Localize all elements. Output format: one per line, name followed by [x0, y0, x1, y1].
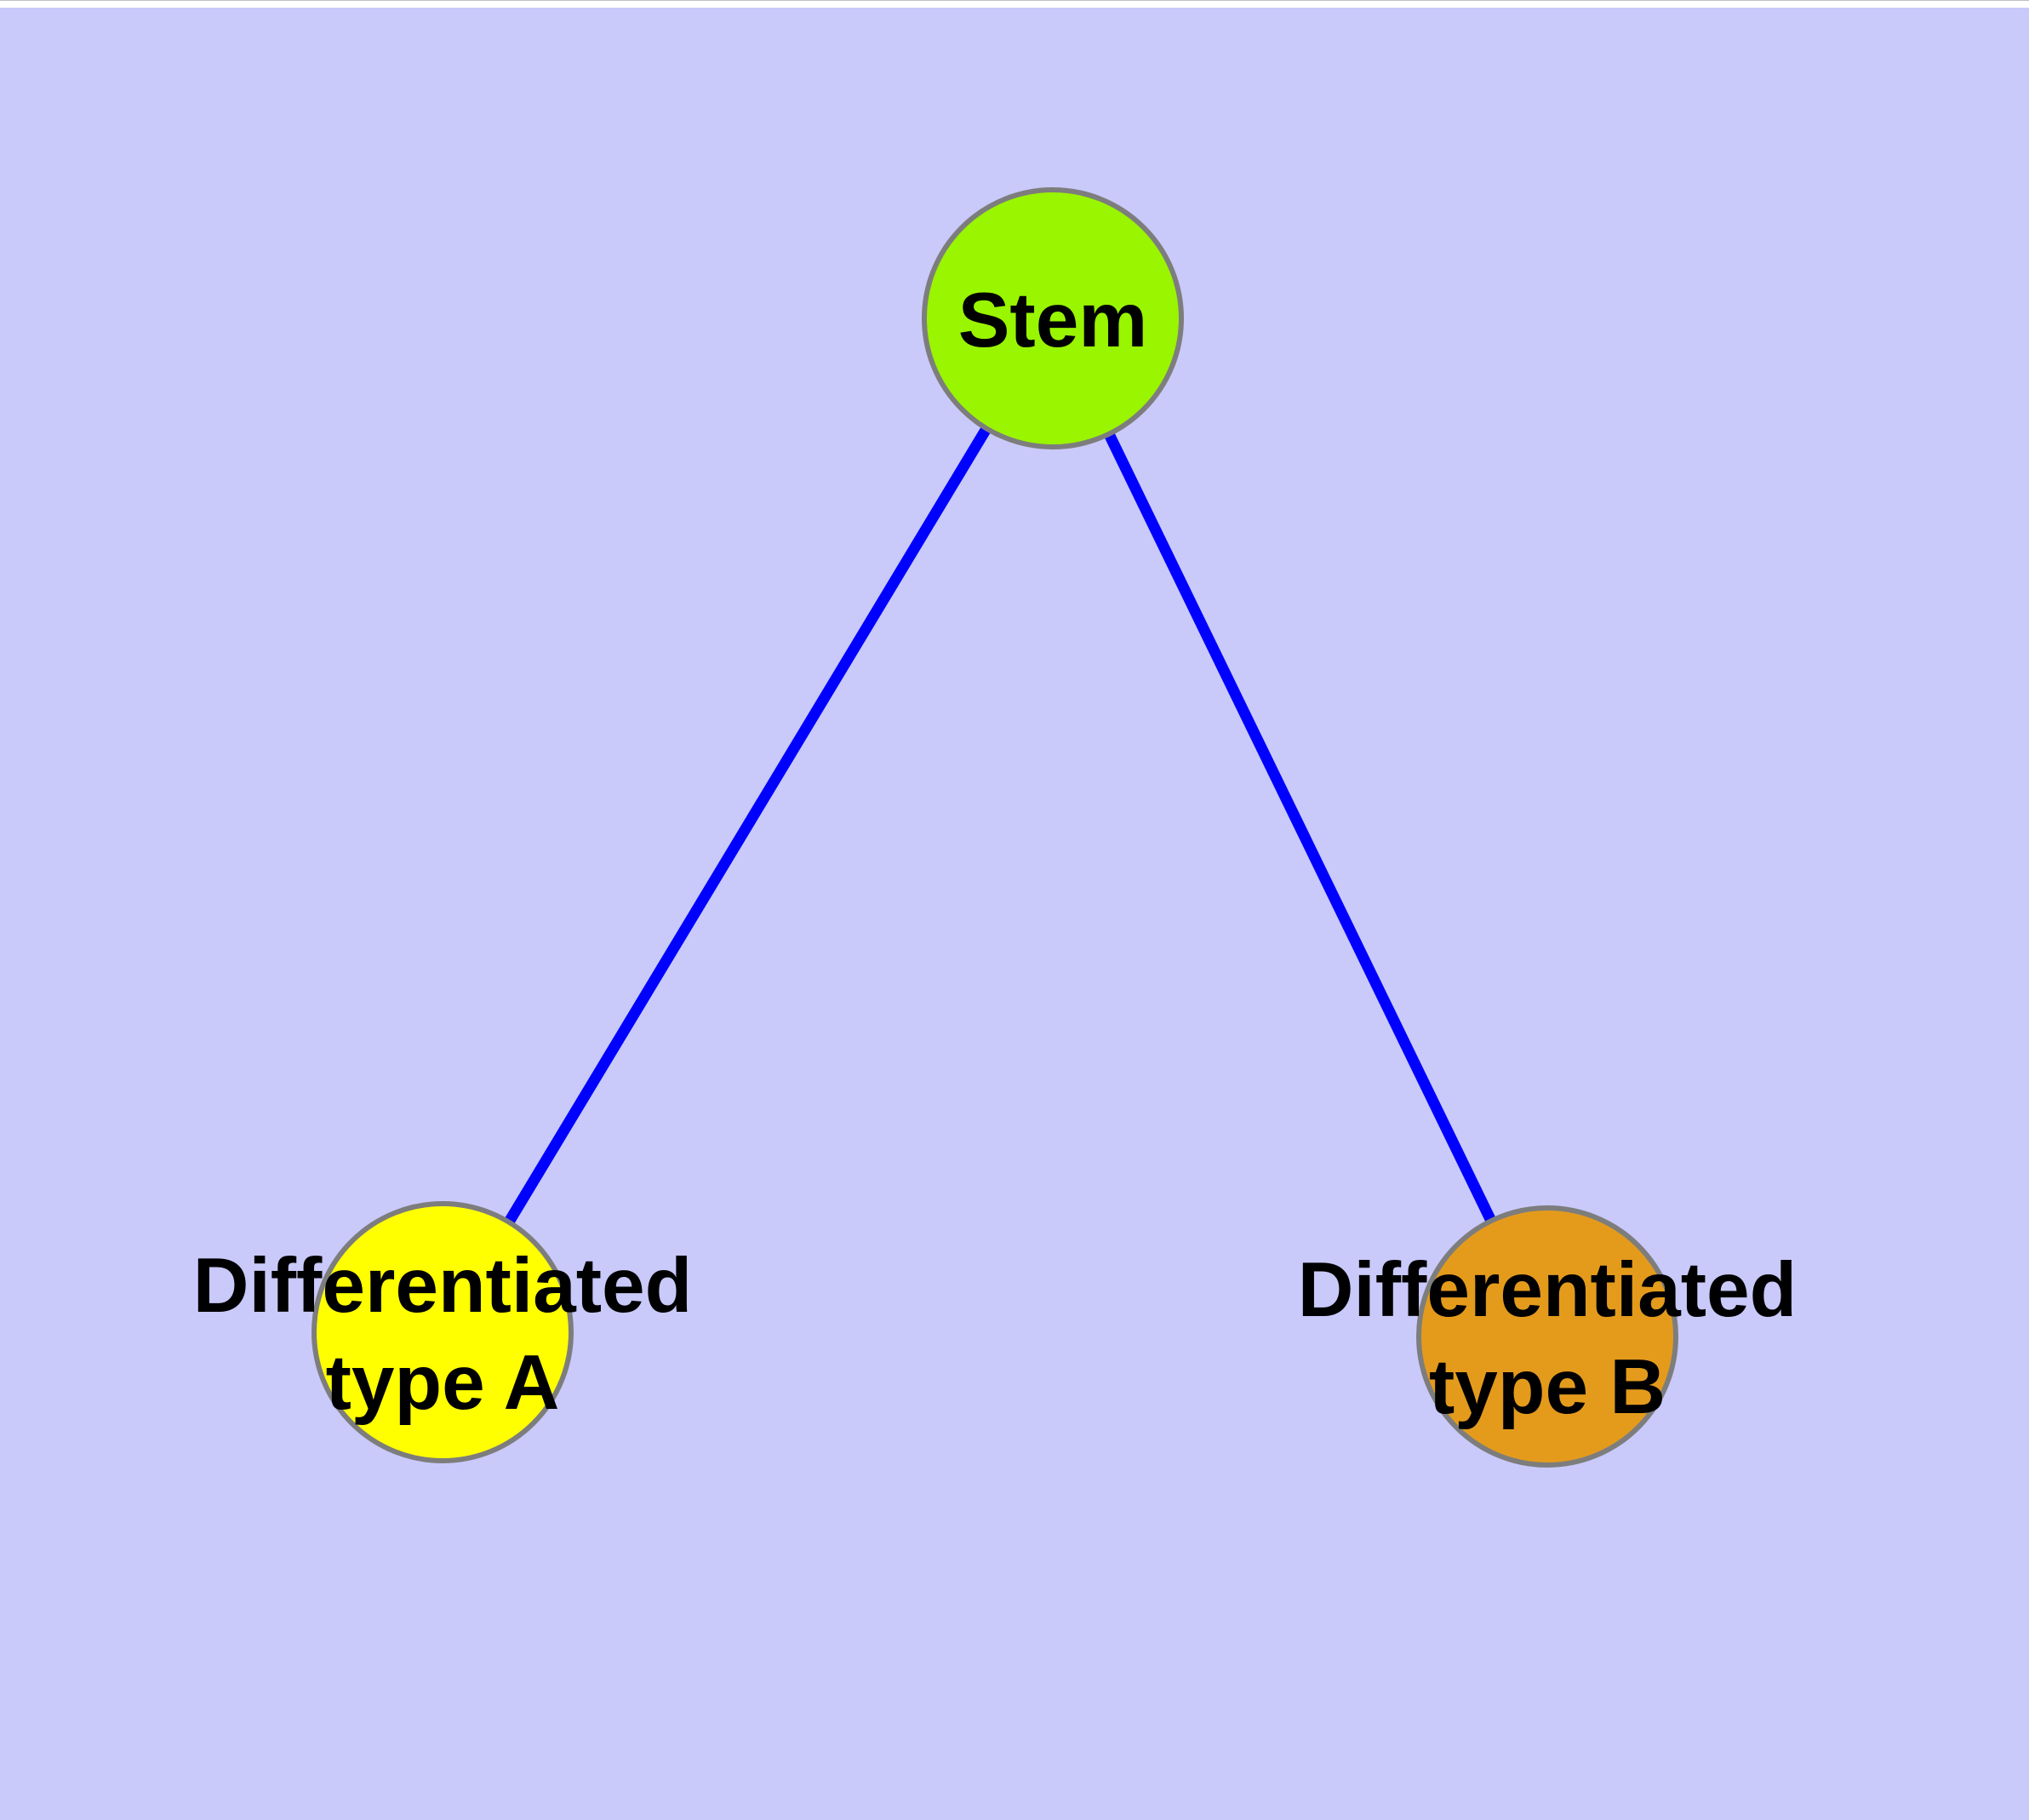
node-stem: [922, 187, 1184, 449]
node-differentiated-type-a: [311, 1201, 574, 1463]
edge-stem-to-differentiated-type-a: [437, 315, 1058, 1336]
node-label-line: type B: [1429, 1344, 1666, 1430]
node-label-line: Differentiated: [1298, 1247, 1798, 1333]
node-label-stem: Stem: [958, 278, 1148, 363]
node-label-differentiated-type-a: Differentiated type A: [193, 1243, 693, 1426]
edge-stem-to-differentiated-type-b: [1048, 316, 1552, 1339]
node-label-differentiated-type-b: Differentiated type B: [1298, 1247, 1798, 1430]
node-label-line: Differentiated: [193, 1243, 693, 1329]
node-differentiated-type-b: [1416, 1205, 1678, 1468]
window-top-strip: [0, 0, 2029, 8]
node-label-line: Stem: [958, 278, 1148, 363]
node-label-line: type A: [326, 1340, 560, 1426]
